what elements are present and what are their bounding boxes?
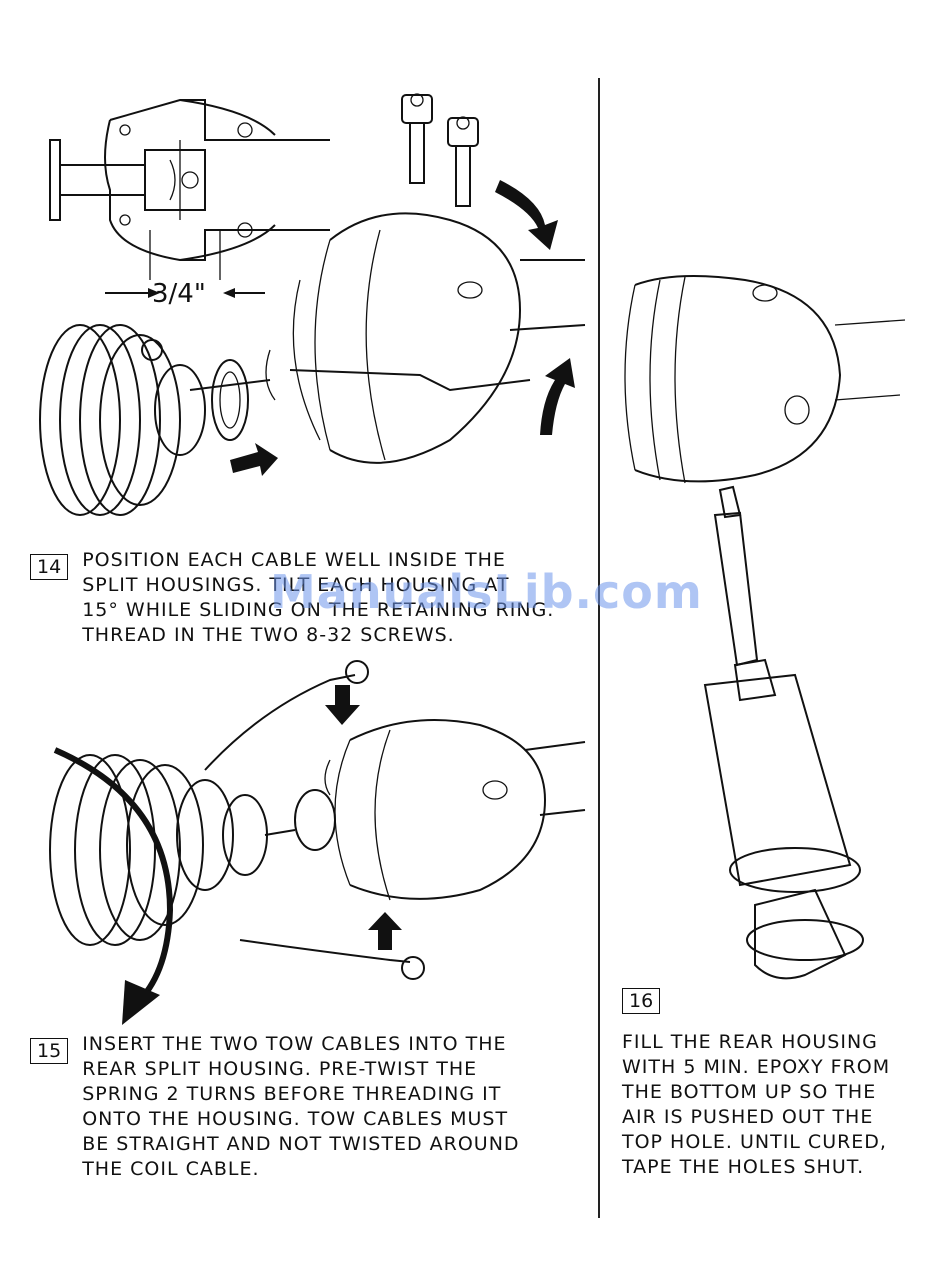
coil-spring: [49, 754, 296, 946]
illustration-step-16: [624, 275, 906, 980]
illustration-step-15: [49, 660, 586, 1025]
step-instruction: POSITION EACH CABLE WELL INSIDE THE SPLI…: [82, 549, 555, 646]
watermark: ManualsLib.com: [270, 565, 703, 619]
split-housing-assembly: [211, 212, 586, 464]
arrow-up-icon: [540, 358, 575, 435]
step-14: 14 POSITION EACH CABLE WELL INSIDE THE S…: [30, 548, 554, 648]
twist-arrow-head-icon: [122, 980, 160, 1025]
rear-housing-closeup: [624, 275, 906, 484]
step-15: 15 INSERT THE TWO TOW CABLES INTO THE RE…: [30, 1032, 520, 1182]
column-divider: [598, 78, 600, 1218]
screw-pair: [401, 93, 479, 207]
arrow-up-icon: [368, 912, 402, 950]
coil-spring: [39, 324, 271, 516]
twist-arrow-path: [53, 747, 174, 1003]
step-number: 16: [622, 988, 661, 1014]
arrow-down-icon: [495, 180, 558, 250]
step-number: 15: [30, 1038, 69, 1064]
tow-cables: [204, 660, 425, 980]
step-instruction: FILL THE REAR HOUSING WITH 5 MIN. EPOXY …: [622, 1031, 891, 1178]
step-instruction: INSERT THE TWO TOW CABLES INTO THE REAR …: [82, 1033, 520, 1180]
step-number: 14: [30, 554, 69, 580]
dimension-label: 3/4": [152, 279, 206, 309]
illustration-step-14: 3/4": [39, 93, 586, 516]
arrow-down-icon: [325, 685, 360, 725]
housing-cross-section: [49, 99, 330, 298]
step-16: FILL THE REAR HOUSING WITH 5 MIN. EPOXY …: [622, 1030, 890, 1180]
arrow-right-icon: [230, 443, 278, 476]
rear-housing: [294, 719, 586, 901]
epoxy-syringe-icon: [703, 485, 864, 980]
step-16-number-box: 16: [622, 988, 661, 1014]
